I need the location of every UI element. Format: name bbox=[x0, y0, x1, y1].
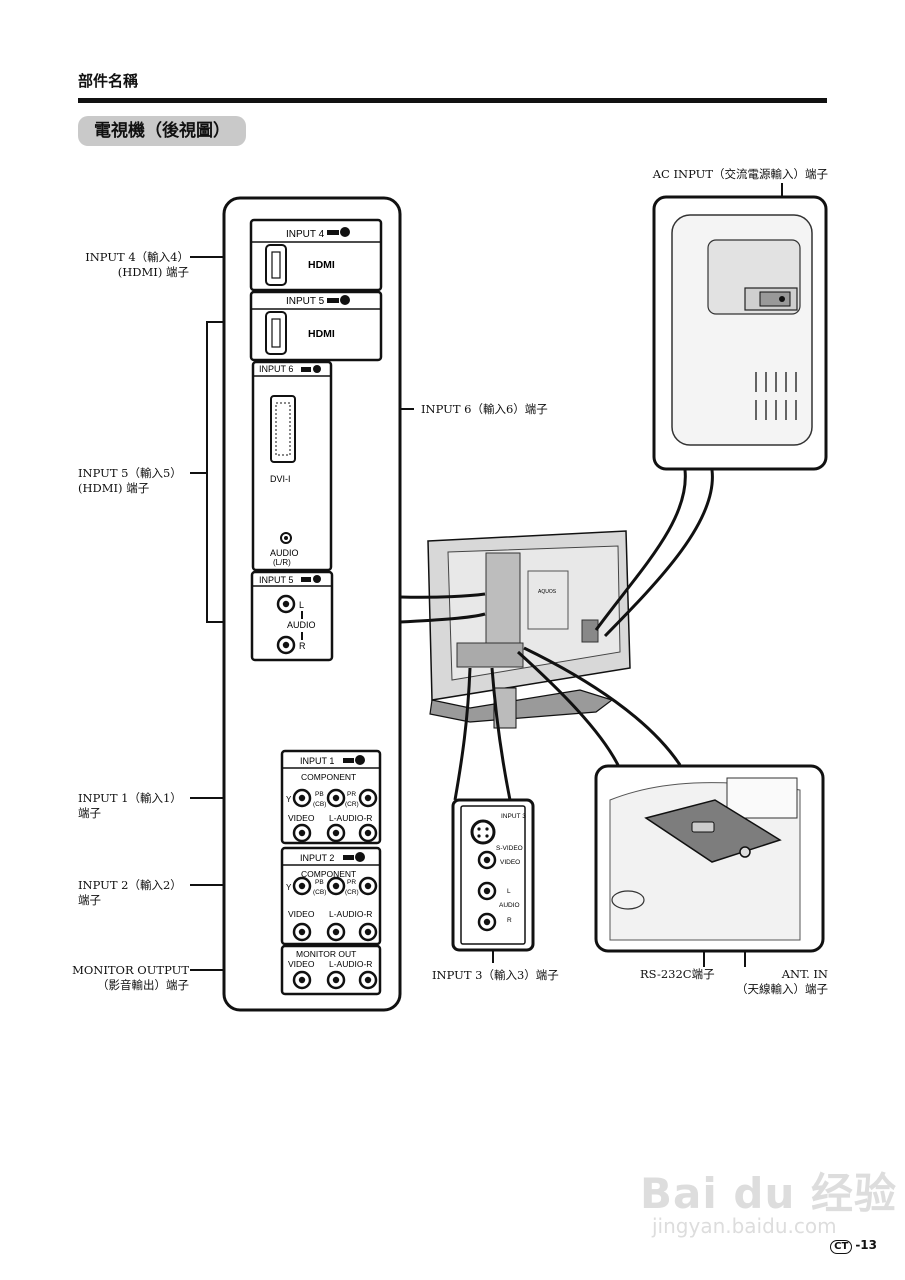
callout-input4-line1: INPUT 4（輸入4） bbox=[85, 250, 189, 264]
pb-label-1: PB bbox=[315, 791, 324, 798]
input6-label: INPUT 6 bbox=[259, 364, 293, 374]
callout-input5-line1: INPUT 5（輸入5） bbox=[78, 466, 182, 480]
input5-label: INPUT 5 bbox=[286, 296, 325, 307]
input1-label: INPUT 1 bbox=[300, 756, 334, 766]
tv-rear-illustration: AQUOS bbox=[427, 530, 631, 729]
r3-label: R bbox=[507, 917, 512, 924]
laudior-label-2: L-AUDIO-R bbox=[329, 909, 372, 919]
ct-badge: CT bbox=[830, 1240, 853, 1254]
rs232c-ant-inset bbox=[594, 764, 825, 953]
watermark-url: jingyan.baidu.com bbox=[652, 1214, 837, 1238]
audio-word-label: AUDIO bbox=[287, 620, 316, 630]
callout-ant-line2: （天線輸入）端子 bbox=[736, 982, 828, 996]
dvi-label: DVI-I bbox=[270, 474, 291, 484]
pb-label-2: PB bbox=[315, 879, 324, 886]
callout-monitor-line2: （影音輸出）端子 bbox=[97, 978, 189, 992]
watermark-brand: Bai du 经验 bbox=[640, 1169, 897, 1218]
callout-input5: INPUT 5（輸入5） (HDMI) 端子 bbox=[78, 466, 182, 496]
y-label-1: Y bbox=[286, 795, 292, 804]
callout-input1-line1: INPUT 1（輸入1） bbox=[78, 791, 182, 805]
component-label-2: COMPONENT bbox=[301, 869, 356, 879]
laudior-label-1: L-AUDIO-R bbox=[329, 813, 372, 823]
callout-input6: INPUT 6（輸入6）端子 bbox=[421, 402, 548, 416]
input2-label: INPUT 2 bbox=[300, 853, 334, 863]
input5-audio-block: INPUT 5 L AUDIO R bbox=[250, 570, 334, 662]
callout-input2-line2: 端子 bbox=[78, 893, 101, 907]
callout-ac-input: AC INPUT（交流電源輸入）端子 bbox=[652, 167, 828, 181]
cb-label-1: (CB) bbox=[313, 801, 326, 808]
video-label-1: VIDEO bbox=[288, 813, 315, 823]
cr-label-2: (CR) bbox=[345, 889, 359, 896]
callout-input3: INPUT 3（輸入3）端子 bbox=[432, 968, 559, 982]
page-number: CT-13 bbox=[830, 1238, 877, 1254]
l3-label: L bbox=[507, 888, 511, 895]
callout-input4-line2: (HDMI) 端子 bbox=[117, 265, 189, 279]
cb-label-2: (CB) bbox=[313, 889, 326, 896]
component-label-1: COMPONENT bbox=[301, 772, 356, 782]
input1-block: INPUT 1 COMPONENT Y PB (CB) PR (CR) VIDE… bbox=[280, 749, 382, 845]
video-label-mo: VIDEO bbox=[288, 959, 315, 969]
audio3-label: AUDIO bbox=[499, 902, 520, 909]
laudior-label-mo: L-AUDIO-R bbox=[329, 959, 372, 969]
svideo-label: S-VIDEO bbox=[496, 845, 523, 852]
ac-input-inset bbox=[652, 195, 828, 471]
zoom-connectors bbox=[399, 469, 714, 801]
hdmi-logo-5: HDMI bbox=[308, 328, 335, 340]
pr-label-1: PR bbox=[347, 791, 356, 798]
callout-monitor-output: MONITOR OUTPUT （影音輸出）端子 bbox=[72, 963, 189, 993]
callout-input2: INPUT 2（輸入2） 端子 bbox=[78, 878, 182, 908]
callout-input2-line1: INPUT 2（輸入2） bbox=[78, 878, 182, 892]
callout-rs232c: RS-232C端子 bbox=[640, 967, 715, 981]
input5-audio-label: INPUT 5 bbox=[259, 575, 293, 585]
input3-block: INPUT 3 S-VIDEO VIDEO L AUDIO R bbox=[451, 798, 535, 952]
input5-hdmi-block: INPUT 5 HDMI bbox=[249, 290, 383, 362]
input2-block: INPUT 2 COMPONENT Y PB (CB) PR (CR) VIDE… bbox=[280, 846, 382, 946]
page-title: 電視機（後視圖） bbox=[78, 116, 246, 146]
r-label: R bbox=[299, 641, 306, 651]
callout-ant-line1: ANT. IN bbox=[781, 967, 828, 981]
aquos-label: AQUOS bbox=[538, 589, 557, 595]
callout-monitor-line1: MONITOR OUTPUT bbox=[72, 963, 189, 977]
callout-input4: INPUT 4（輸入4） (HDMI) 端子 bbox=[85, 250, 189, 280]
l-label: L bbox=[299, 600, 304, 610]
heading-rule bbox=[78, 98, 827, 103]
input4-hdmi-block: INPUT 4 HDMI bbox=[249, 218, 383, 292]
audio-sub-label: (L/R) bbox=[273, 558, 291, 567]
page-number-text: -13 bbox=[855, 1238, 877, 1252]
input4-label: INPUT 4 bbox=[286, 229, 325, 240]
cr-label-1: (CR) bbox=[345, 801, 359, 808]
input3-label: INPUT 3 bbox=[501, 813, 526, 820]
section-heading: 部件名稱 bbox=[78, 72, 139, 90]
input6-dvi-block: INPUT 6 DVI-I AUDIO (L/R) bbox=[251, 360, 333, 572]
y-label-2: Y bbox=[286, 883, 292, 892]
video3-label: VIDEO bbox=[500, 859, 520, 866]
callout-input1-line2: 端子 bbox=[78, 806, 101, 820]
hdmi-logo-4: HDMI bbox=[308, 259, 335, 271]
audio-label: AUDIO bbox=[270, 548, 299, 558]
callout-input1: INPUT 1（輸入1） 端子 bbox=[78, 791, 182, 821]
video-label-2: VIDEO bbox=[288, 909, 315, 919]
monitor-out-block: MONITOR OUT VIDEO L-AUDIO-R bbox=[280, 944, 382, 996]
monitor-out-label: MONITOR OUT bbox=[296, 949, 356, 959]
pr-label-2: PR bbox=[347, 879, 356, 886]
callout-input5-line2: (HDMI) 端子 bbox=[78, 481, 150, 495]
callout-ant-in: ANT. IN （天線輸入）端子 bbox=[736, 967, 828, 997]
